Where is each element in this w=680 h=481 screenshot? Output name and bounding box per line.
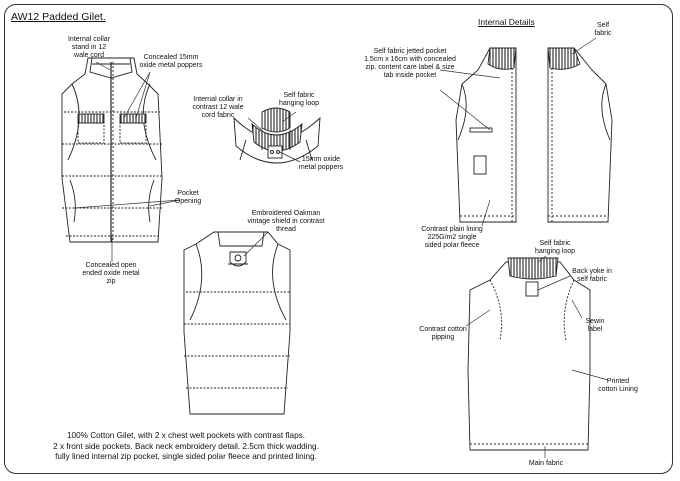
description-line: 2 x front side pockets. Back neck embroi… — [53, 441, 319, 451]
label-embroidered-shield: Embroidered Oakman vintage shield in con… — [247, 210, 325, 233]
sheet-border — [4, 4, 673, 474]
leader-lines — [73, 37, 609, 458]
label-concealed-zip: Concealed open ended oxide metal zip — [82, 262, 140, 285]
internal-details-title: Internal Details — [478, 17, 535, 27]
description-line: 100% Cotton Gilet, with 2 x chest welt p… — [66, 431, 305, 440]
label-concealed-poppers: Concealed 15mm oxide metal poppers — [139, 54, 203, 69]
description-line: fully lined internal zip pocket, single … — [55, 452, 317, 461]
label-pocket-opening: Pocket Opening — [174, 190, 202, 205]
label-main-fabric: Main fabric — [528, 460, 564, 467]
label-self-fabric-hanging-loop: Self fabric hanging loop — [278, 92, 320, 107]
label-contrast-piping: Contrast cotton pipping — [419, 326, 467, 341]
internal-front-right-drawing — [547, 47, 613, 223]
label-back-yoke: Back yoke in self fabric — [572, 268, 612, 283]
label-printed-lining: Printed cotton Lining — [598, 378, 638, 393]
garment-description: 100% Cotton Gilet, with 2 x chest welt p… — [16, 431, 356, 463]
internal-front-drawing — [455, 47, 517, 223]
label-contrast-lining: Contrast plain lining 225G/m2 single sid… — [421, 226, 483, 249]
label-internal-collar-stand: Internal collar stand in 12 wale cord — [67, 36, 111, 59]
collar-detail-drawing — [233, 107, 321, 164]
label-internal-collar-contrast: Internal collar in contrast 12 wale cord… — [192, 96, 244, 119]
label-self-fabric-right: Self fabric — [594, 22, 612, 37]
internal-back-drawing — [467, 257, 591, 451]
back-gilet-drawing — [183, 231, 291, 415]
label-sewin: Sewin label — [585, 318, 605, 333]
label-self-fabric-hanging-loop-back: Self fabric hanging loop — [534, 240, 576, 255]
front-gilet-drawing — [61, 57, 163, 243]
label-jetted-pocket: Self fabric jetted pocket 1.5cm x 16cm w… — [364, 48, 456, 79]
label-oxide-poppers: 15mm oxide metal poppers — [298, 156, 344, 171]
main-title: AW12 Padded Gilet. — [11, 11, 106, 23]
